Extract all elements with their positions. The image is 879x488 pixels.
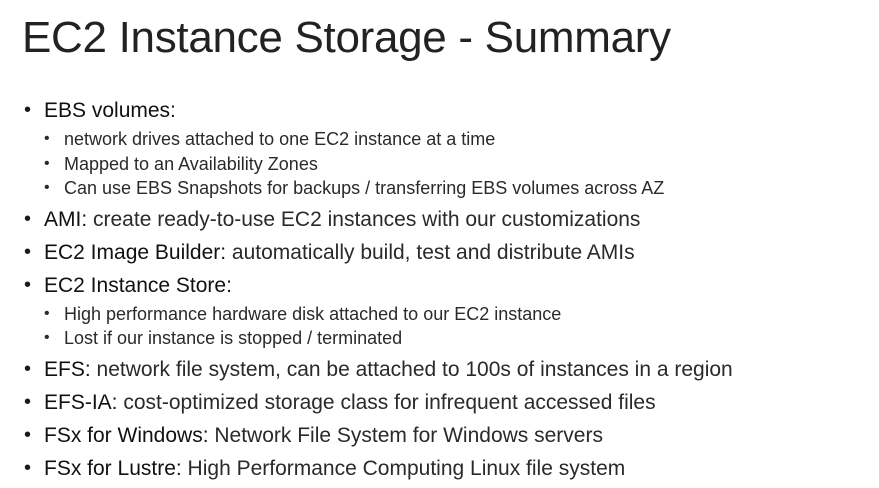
bullet-icon: • [24, 207, 32, 230]
item-term: EC2 Image Builder: [44, 240, 227, 264]
item-term: EBS volumes: [44, 99, 176, 122]
bullet-icon: • [24, 240, 32, 263]
list-item: • AMI: create ready-to-use EC2 instances… [22, 203, 733, 236]
item-term: EFS: [44, 357, 91, 381]
sub-bullet-icon: • [44, 329, 50, 346]
sub-list-item: • network drives attached to one EC2 ins… [42, 127, 733, 152]
sub-bullet-icon: • [44, 130, 50, 147]
bullet-icon: • [24, 99, 32, 121]
bullet-icon: • [24, 357, 32, 380]
item-term: FSx for Windows: [44, 423, 209, 447]
list-item: • EFS-IA: cost-optimized storage class f… [22, 386, 733, 419]
sub-item-text: Lost if our instance is stopped / termin… [64, 328, 403, 348]
item-description: High Performance Computing Linux file sy… [181, 456, 626, 480]
list-item: • EC2 Instance Store: [22, 269, 733, 302]
list-item: • EBS volumes: [22, 94, 733, 127]
sub-list-item: • Mapped to an Availability Zones [42, 152, 733, 177]
sub-item-text: Mapped to an Availability Zones [64, 153, 318, 174]
sub-bullet-list: • network drives attached to one EC2 ins… [22, 127, 733, 201]
item-description: network file system, can be attached to … [90, 357, 733, 381]
list-item: • EC2 Image Builder: automatically build… [22, 236, 733, 269]
bullet-icon: • [24, 273, 32, 296]
item-term: AMI: [44, 207, 88, 231]
sub-item-text: Can use EBS Snapshots for backups / tran… [64, 178, 665, 198]
sub-item-text: High performance hardware disk attached … [64, 303, 562, 324]
item-description: create ready-to-use EC2 instances with o… [87, 207, 641, 231]
bullet-list: • EBS volumes: • network drives attached… [22, 94, 733, 485]
sub-bullet-list: • High performance hardware disk attache… [22, 302, 733, 351]
item-term: FSx for Lustre: [44, 456, 182, 480]
list-item: • FSx for Windows: Network File System f… [22, 419, 733, 452]
list-item: • FSx for Lustre: High Performance Compu… [22, 452, 733, 485]
list-item: • EFS: network file system, can be attac… [22, 353, 733, 386]
sublist-container: • network drives attached to one EC2 ins… [22, 127, 733, 201]
item-description: Network File System for Windows servers [208, 423, 603, 447]
item-term: EC2 Instance Store: [44, 273, 232, 297]
item-description: automatically build, test and distribute… [226, 240, 635, 264]
bullet-icon: • [24, 423, 32, 446]
sub-bullet-icon: • [44, 304, 50, 322]
sub-bullet-icon: • [44, 179, 50, 196]
bullet-icon: • [24, 390, 32, 413]
sublist-container: • High performance hardware disk attache… [22, 302, 733, 351]
bullet-icon: • [24, 456, 32, 479]
slide-title: EC2 Instance Storage - Summary [22, 13, 671, 62]
item-term: EFS-IA: [44, 390, 118, 414]
item-description: cost-optimized storage class for infrequ… [117, 390, 656, 414]
sub-list-item: • Lost if our instance is stopped / term… [42, 326, 733, 351]
sub-item-text: network drives attached to one EC2 insta… [64, 129, 496, 149]
sub-list-item: • Can use EBS Snapshots for backups / tr… [42, 176, 733, 201]
sub-bullet-icon: • [44, 154, 50, 172]
sub-list-item: • High performance hardware disk attache… [42, 302, 733, 327]
